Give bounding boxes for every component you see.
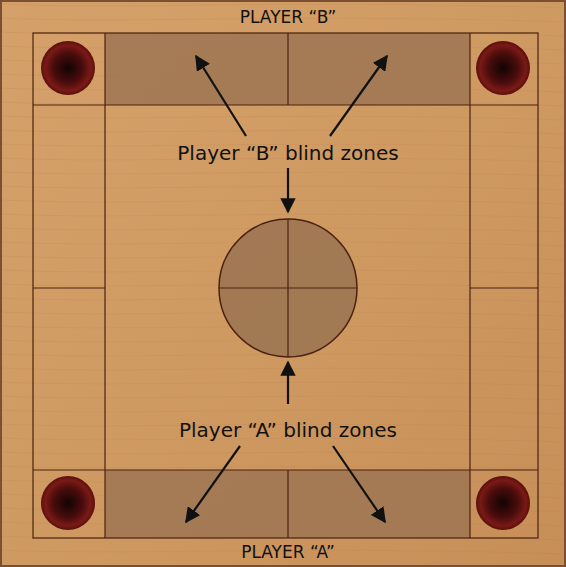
player-label: PLAYER “A” [241, 543, 335, 562]
player-label: PLAYER “B” [240, 8, 337, 27]
leader-arrow [186, 56, 387, 522]
center-circle [219, 219, 357, 357]
blind-zone [105, 33, 470, 538]
board-lines [33, 33, 538, 538]
zone-label: Player “B” blind zones [177, 142, 398, 164]
pocket [41, 41, 530, 530]
wood-grain [0, 4, 566, 554]
zone-label: Player “A” blind zones [179, 419, 397, 441]
